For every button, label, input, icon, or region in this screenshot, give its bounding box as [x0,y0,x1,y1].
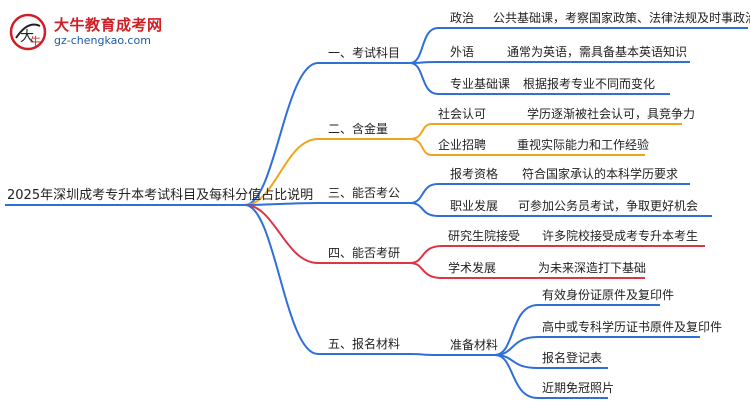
material-item: 有效身份证原件及复印件 [542,288,675,302]
branch-exam-subjects: 一、考试科目 [328,46,401,60]
branch-civil-service: 三、能否考公 [328,186,401,200]
child-key: 学术发展 [448,261,497,275]
child-value: 通常为英语，需具备基本英语知识 [507,45,688,59]
branch-value: 二、含金量 [328,122,389,136]
child-key: 研究生院接受 [448,229,521,243]
root-topic: 2025年深圳成考专升本考试科目及每科分值占比说明 [7,188,314,203]
branch-materials: 五、报名材料 [328,337,401,351]
svg-text:大: 大 [20,29,34,45]
child-value: 可参加公务员考试，争取更好机会 [518,199,699,213]
link-root-b3 [244,202,319,206]
logo-mark-icon: 大 牛 [9,13,47,51]
material-item: 高中或专科学历证书原件及复印件 [542,320,723,334]
child-key: 政治 [450,11,475,25]
material-item: 近期免冠照片 [542,381,615,395]
link-root-b4 [244,204,319,264]
child-key: 职业发展 [450,199,499,213]
child-key: 社会认可 [438,107,487,121]
logo-site-url: gz-chengkao.com [54,34,151,47]
link-root-b5 [244,204,319,355]
child-key: 报考资格 [450,167,499,181]
site-logo[interactable]: 大 牛 大牛教育成考网 gz-chengkao.com [8,12,168,52]
child-key: 准备材料 [450,338,499,352]
logo-site-name: 大牛教育成考网 [54,16,163,34]
branch-postgraduate: 四、能否考研 [328,246,401,260]
svg-text:牛: 牛 [30,34,41,48]
child-key: 外语 [450,45,475,59]
child-value: 学历逐渐被社会认可，具竞争力 [527,107,696,121]
child-key: 专业基础课 [450,77,511,91]
child-value: 重视实际能力和工作经验 [517,138,650,152]
material-item: 报名登记表 [542,351,603,365]
child-value: 为未来深造打下基础 [538,261,647,275]
child-value: 根据报考专业不同而变化 [523,77,656,91]
child-value: 许多院校接受成考专升本考生 [542,229,699,243]
child-value: 符合国家承认的本科学历要求 [522,167,679,181]
child-key: 企业招聘 [438,138,487,152]
link-root-b2 [244,138,319,206]
child-value: 公共基础课，考察国家政策、法律法规及时事政治 [493,11,750,25]
link-root-b1 [244,62,319,206]
